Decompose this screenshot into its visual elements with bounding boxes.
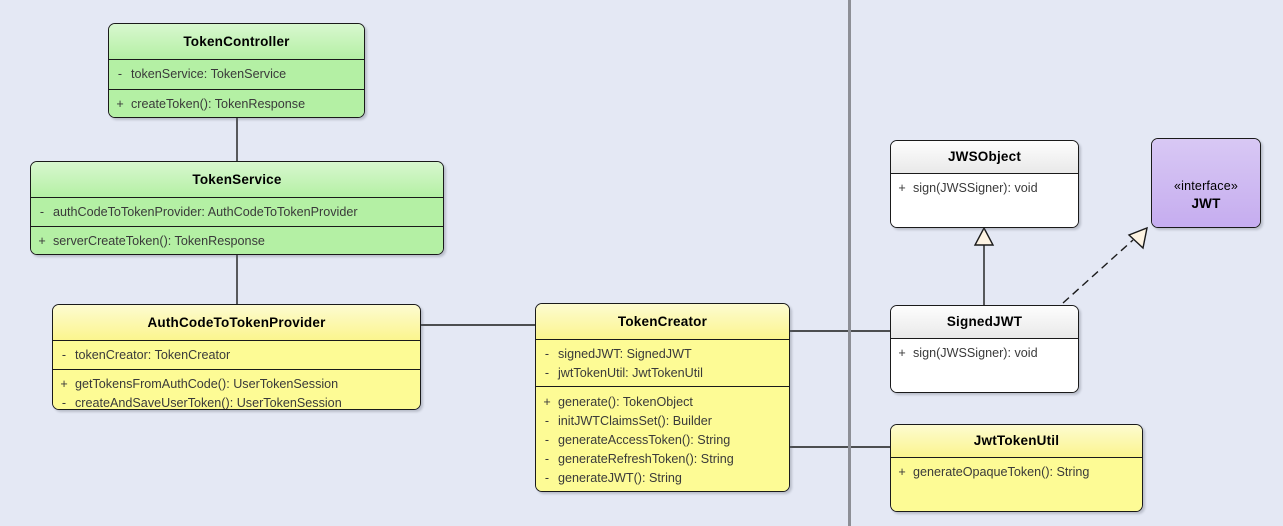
- class-box-signed-jwt[interactable]: SignedJWT + sign(JWSSigner): void: [890, 305, 1079, 393]
- method-row: - generateJWT(): String: [544, 471, 682, 485]
- methods-compartment-jwt-token-util: + generateOpaqueToken(): String: [891, 457, 1142, 511]
- attributes-compartment-auth-code-to-token-provider: - tokenCreator: TokenCreator: [53, 340, 420, 369]
- method-row: + generate(): TokenObject: [543, 395, 693, 409]
- class-title-signed-jwt: SignedJWT: [891, 306, 1078, 338]
- generalization-arrowhead-icon: [973, 226, 995, 246]
- attributes-compartment-token-controller: - tokenService: TokenService: [109, 59, 364, 89]
- method-row: + createToken(): TokenResponse: [116, 97, 306, 111]
- class-box-token-creator[interactable]: TokenCreator - signedJWT: SignedJWT - jw…: [535, 303, 790, 492]
- method-row: + sign(JWSSigner): void: [898, 181, 1038, 195]
- class-title-auth-code-to-token-provider: AuthCodeToTokenProvider: [53, 305, 420, 340]
- class-title-token-service: TokenService: [31, 162, 443, 197]
- methods-compartment-token-controller: + createToken(): TokenResponse: [109, 89, 364, 117]
- relationship-signedjwt-jwt: [1062, 239, 1134, 304]
- class-box-token-service[interactable]: TokenService - authCodeToTokenProvider: …: [30, 161, 444, 255]
- methods-compartment-jws-object: + sign(JWSSigner): void: [891, 173, 1078, 227]
- attribute-row: - tokenService: TokenService: [117, 67, 287, 81]
- method-row: + getTokensFromAuthCode(): UserTokenSess…: [60, 377, 339, 391]
- attributes-compartment-token-creator: - signedJWT: SignedJWT - jwtTokenUtil: J…: [536, 339, 789, 386]
- methods-compartment-token-creator: + generate(): TokenObject - initJWTClaim…: [536, 386, 789, 491]
- realization-arrowhead-icon: [1127, 226, 1148, 250]
- method-row: - generateAccessToken(): String: [544, 433, 731, 447]
- method-row: + sign(JWSSigner): void: [898, 346, 1038, 360]
- methods-compartment-token-service: + serverCreateToken(): TokenResponse: [31, 226, 443, 254]
- attribute-row: - jwtTokenUtil: JwtTokenUtil: [544, 366, 703, 380]
- class-box-jwt-token-util[interactable]: JwtTokenUtil + generateOpaqueToken(): St…: [890, 424, 1143, 512]
- methods-compartment-signed-jwt: + sign(JWSSigner): void: [891, 338, 1078, 392]
- page-divider: [848, 0, 851, 526]
- method-row: + serverCreateToken(): TokenResponse: [38, 234, 265, 248]
- class-box-jwt-interface[interactable]: «interface» JWT: [1151, 138, 1261, 228]
- attribute-row: - tokenCreator: TokenCreator: [61, 348, 231, 362]
- attribute-row: - authCodeToTokenProvider: AuthCodeToTok…: [39, 205, 358, 219]
- method-row: - createAndSaveUserToken(): UserTokenSes…: [61, 396, 342, 410]
- method-row: + generateOpaqueToken(): String: [898, 465, 1090, 479]
- class-box-token-controller[interactable]: TokenController - tokenService: TokenSer…: [108, 23, 365, 118]
- class-title-jwt-interface: «interface» JWT: [1152, 139, 1260, 227]
- attribute-row: - signedJWT: SignedJWT: [544, 347, 692, 361]
- class-title-jws-object: JWSObject: [891, 141, 1078, 173]
- class-box-jws-object[interactable]: JWSObject + sign(JWSSigner): void: [890, 140, 1079, 228]
- class-box-auth-code-to-token-provider[interactable]: AuthCodeToTokenProvider - tokenCreator: …: [52, 304, 421, 410]
- attributes-compartment-token-service: - authCodeToTokenProvider: AuthCodeToTok…: [31, 197, 443, 226]
- method-row: - generateRefreshToken(): String: [544, 452, 734, 466]
- class-title-token-controller: TokenController: [109, 24, 364, 59]
- methods-compartment-auth-code-to-token-provider: + getTokensFromAuthCode(): UserTokenSess…: [53, 369, 420, 410]
- class-title-jwt-token-util: JwtTokenUtil: [891, 425, 1142, 457]
- class-title-token-creator: TokenCreator: [536, 304, 789, 339]
- method-row: - initJWTClaimsSet(): Builder: [544, 414, 712, 428]
